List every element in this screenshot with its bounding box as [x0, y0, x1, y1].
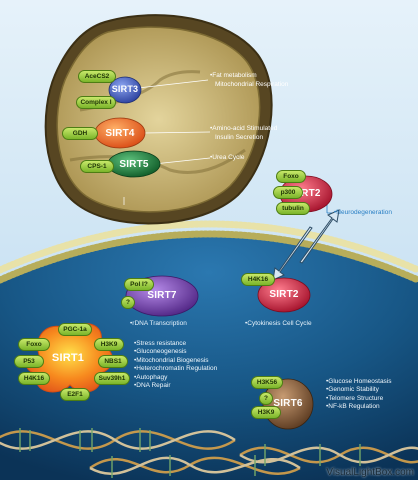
- partner-pol-i: Pol I?: [124, 278, 154, 291]
- mitochondrion: [44, 14, 273, 225]
- partner-cps-1: CPS-1: [80, 160, 114, 173]
- sirt1-function-item: Heterochromatin Regulation: [134, 365, 217, 373]
- sirt6-label: SIRT6: [273, 398, 303, 409]
- sirt3-function-line-1: Fat metabolism: [210, 72, 288, 81]
- partner-foxo-nuc: Foxo: [18, 338, 50, 351]
- partner-suv39h1: Suv39h1: [94, 372, 130, 385]
- sirt4-label: SIRT4: [105, 128, 135, 139]
- sirt1-function-item: Autophagy: [134, 374, 217, 382]
- sirt7-function: rDNA Transcription: [130, 320, 187, 329]
- sirt6-function-item: Genomic Stability: [326, 386, 392, 394]
- sirt1-label: SIRT1: [51, 352, 85, 364]
- sirt5-label: SIRT5: [119, 159, 149, 170]
- sirt6-function-item: NF-kB Regulation: [326, 403, 392, 411]
- partner-unknown-sirt7: ?: [121, 296, 135, 309]
- partner-pgc-1a: PGC-1a: [58, 323, 92, 336]
- partner-h3k56: H3K56: [251, 376, 283, 389]
- sirt2-nucleus-label: SIRT2: [269, 289, 299, 300]
- partner-h3k9-sirt6: H3K9: [251, 406, 281, 419]
- sirt6-function-item: Glucose Homeostasis: [326, 378, 391, 386]
- partner-unknown-sirt6: ?: [259, 392, 273, 405]
- sirt1-function-item: Stress resistance: [134, 340, 217, 348]
- sirt2-cyto-function: Neurodegeneration: [334, 209, 392, 218]
- partner-p53: P53: [14, 355, 44, 368]
- partner-gdh: GDH: [62, 127, 98, 140]
- partner-acecs2: AceCS2: [78, 70, 116, 83]
- sirt4-function-line-1: Amino-acid Stimulated: [210, 125, 277, 134]
- sirt2-nuc-function: Cytokinesis Cell Cycle: [245, 320, 311, 329]
- sirt4-function: Amino-acid Stimulated Insulin Secretion: [210, 125, 277, 142]
- partner-complex-i: Complex I: [76, 96, 116, 109]
- dna-strands: [0, 428, 418, 478]
- partner-p300: p300: [273, 186, 303, 199]
- watermark: VisualLightBox.com: [326, 467, 414, 478]
- sirt1-function-item: Gluconeogenesis: [134, 348, 217, 356]
- sirt3-function-line-2: Mitochondrial Respiration: [215, 80, 289, 88]
- partner-foxo-cyto: Foxo: [276, 170, 306, 183]
- sirt2-nuc-function-line-1: Cytokinesis Cell Cycle: [245, 320, 311, 329]
- sirt4-function-line-2: Insulin Secretion: [215, 133, 264, 141]
- partner-h3k9-sirt1: H3K9: [94, 338, 124, 351]
- sirt3-function: Fat metabolism Mitochondrial Respiration: [210, 72, 288, 89]
- sirt6-function-item: Telomere Structure: [326, 395, 392, 403]
- partner-e2f1: E2F1: [60, 388, 90, 401]
- sirt6-function-list: Glucose Homeostasis Genomic Stability Te…: [326, 378, 392, 412]
- sirt2-cyto-function-line-1: Neurodegeneration: [334, 209, 392, 218]
- partner-h4k16-sirt1: H4K16: [18, 372, 50, 385]
- sirt7-label: SIRT7: [147, 290, 177, 301]
- sirt3-label: SIRT3: [111, 84, 139, 94]
- sirt5-function: Urea Cycle: [210, 154, 244, 163]
- sirt5-function-line-1: Urea Cycle: [210, 154, 244, 163]
- sirt2-cytoplasm-label: SIRT2: [291, 188, 321, 199]
- sirt1-function-item: DNA Repair: [134, 382, 217, 390]
- sirt1-function-item: Mitochondrial Biogenesis: [134, 357, 217, 365]
- partner-nbs1: NBS1: [98, 355, 128, 368]
- sirt1-function-list: Stress resistance Gluconeogenesis Mitoch…: [134, 340, 217, 390]
- sirt7-function-line-1: rDNA Transcription: [130, 320, 187, 329]
- partner-tubulin: tubulin: [276, 202, 310, 215]
- partner-h4k16-sirt2: H4K16: [241, 273, 275, 286]
